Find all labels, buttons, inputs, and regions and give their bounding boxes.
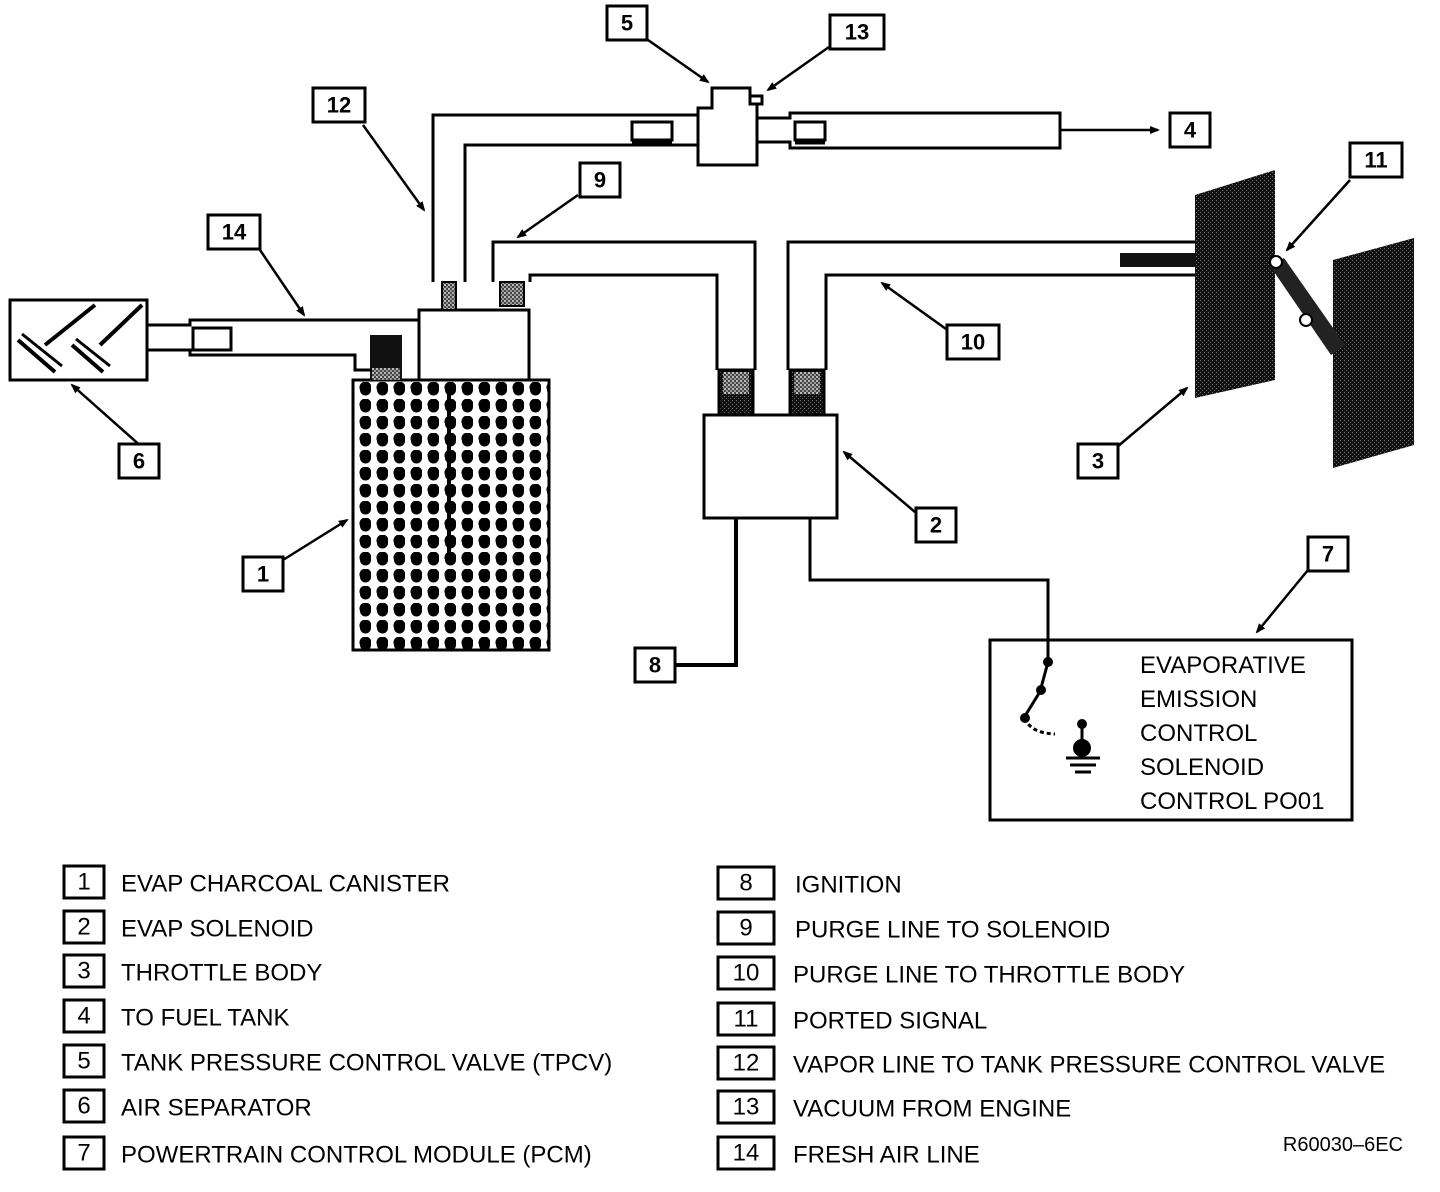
purge-line-to-solenoid xyxy=(491,240,757,417)
evap-solenoid xyxy=(676,413,1050,667)
legend-num-13: 13 xyxy=(733,1094,760,1121)
legend-num-12: 12 xyxy=(733,1050,760,1077)
legend-num-11: 11 xyxy=(734,1006,759,1033)
callout-6: 6 xyxy=(133,449,145,474)
legend-label-9: PURGE LINE TO SOLENOID xyxy=(795,917,1110,944)
legend-num-2: 2 xyxy=(77,914,90,941)
callout-9: 9 xyxy=(594,168,606,193)
legend-num-1: 1 xyxy=(77,869,90,896)
callout-7: 7 xyxy=(1322,542,1334,567)
legend-label-1: EVAP CHARCOAL CANISTER xyxy=(121,871,450,898)
tank-pressure-control-valve xyxy=(696,86,764,167)
callout-5: 5 xyxy=(621,11,633,36)
callout-2: 2 xyxy=(930,513,942,538)
legend: 1 2 3 4 5 6 7 8 9 10 11 12 13 14 EVAP CH… xyxy=(62,864,1403,1171)
fresh-air-line xyxy=(147,318,419,372)
callout-11: 11 xyxy=(1364,148,1387,173)
legend-num-3: 3 xyxy=(77,958,90,985)
pcm-text-line-4: SOLENOID xyxy=(1140,754,1264,781)
callout-4: 4 xyxy=(1184,118,1197,143)
legend-num-9: 9 xyxy=(739,915,752,942)
legend-label-5: TANK PRESSURE CONTROL VALVE (TPCV) xyxy=(121,1050,612,1077)
pcm-text-line-2: EMISSION xyxy=(1140,686,1257,713)
legend-num-10: 10 xyxy=(733,960,760,987)
fuel-tank-line xyxy=(757,111,1062,150)
legend-label-7: POWERTRAIN CONTROL MODULE (PCM) xyxy=(121,1142,592,1169)
air-separator xyxy=(8,298,149,382)
legend-label-14: FRESH AIR LINE xyxy=(793,1142,980,1169)
callout-3: 3 xyxy=(1092,449,1104,474)
legend-label-11: PORTED SIGNAL xyxy=(793,1008,987,1035)
legend-num-14: 14 xyxy=(733,1140,760,1167)
legend-num-7: 7 xyxy=(77,1140,90,1167)
pcm-box xyxy=(988,638,1354,822)
legend-label-8: IGNITION xyxy=(795,872,902,899)
callout-12: 12 xyxy=(327,93,351,118)
callout-1: 1 xyxy=(257,562,269,587)
legend-left xyxy=(62,864,106,1171)
purge-line-to-throttle-body xyxy=(786,240,1195,417)
legend-label-10: PURGE LINE TO THROTTLE BODY xyxy=(793,962,1185,989)
legend-right xyxy=(716,865,776,1171)
callout-13: 13 xyxy=(845,20,869,45)
callout-14: 14 xyxy=(222,220,247,245)
callout-boxes xyxy=(117,4,1404,684)
pcm-text-line-5: CONTROL PO01 xyxy=(1140,788,1325,815)
vapor-line-to-tpcv xyxy=(431,113,700,282)
legend-label-12: VAPOR LINE TO TANK PRESSURE CONTROL VALV… xyxy=(793,1052,1385,1079)
pcm-text-line-1: EVAPORATIVE xyxy=(1140,652,1306,679)
legend-num-4: 4 xyxy=(77,1003,90,1030)
callout-8: 8 xyxy=(649,653,661,678)
throttle-body xyxy=(1195,170,1414,468)
charcoal-canister xyxy=(351,281,551,652)
legend-label-4: TO FUEL TANK xyxy=(121,1005,289,1032)
reference-code: R60030–6EC xyxy=(1283,1134,1403,1156)
legend-label-2: EVAP SOLENOID xyxy=(121,916,314,943)
pcm-text-line-3: CONTROL xyxy=(1140,720,1257,747)
legend-label-6: AIR SEPARATOR xyxy=(121,1095,312,1122)
legend-label-13: VACUUM FROM ENGINE xyxy=(793,1096,1071,1123)
callout-leaders xyxy=(70,38,1351,634)
legend-num-5: 5 xyxy=(77,1048,90,1075)
callout-10: 10 xyxy=(961,330,985,355)
legend-num-8: 8 xyxy=(739,870,752,897)
legend-num-6: 6 xyxy=(77,1093,90,1120)
legend-label-3: THROTTLE BODY xyxy=(121,960,322,987)
